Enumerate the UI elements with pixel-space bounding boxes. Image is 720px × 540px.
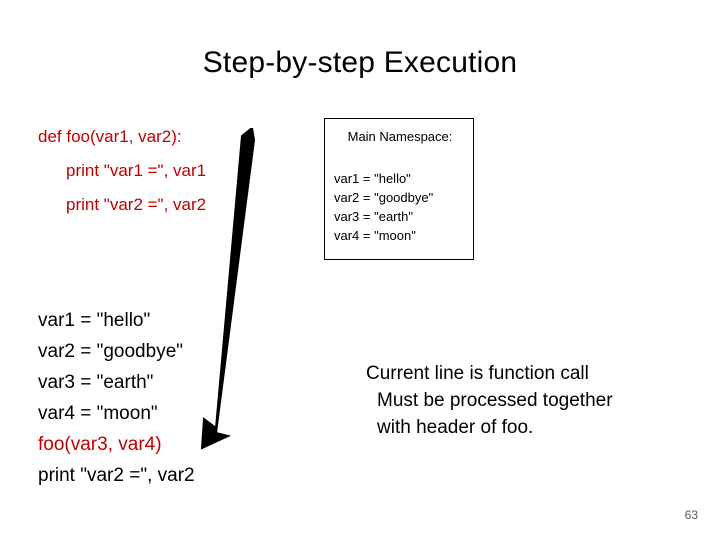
main-line-3: var3 = "earth" <box>38 372 154 393</box>
function-definition-block: def foo(var1, var2): print "var1 =", var… <box>38 120 328 222</box>
namespace-variable-list: var1 = "hello" var2 = "goodbye" var3 = "… <box>334 169 433 245</box>
main-line-5-current: foo(var3, var4) <box>38 434 162 455</box>
namespace-var-1: var1 = "hello" <box>334 171 411 186</box>
main-line-1: var1 = "hello" <box>38 310 151 331</box>
slide-number: 63 <box>684 508 698 522</box>
main-line-4: var4 = "moon" <box>38 403 158 424</box>
note-line-2: Must be processed together <box>377 390 613 411</box>
code-line-print-var1: print "var1 =", var1 <box>66 161 207 180</box>
note-line-3: with header of foo. <box>377 417 534 438</box>
main-line-2: var2 = "goodbye" <box>38 341 184 362</box>
namespace-var-3: var3 = "earth" <box>334 209 413 224</box>
main-namespace-box: Main Namespace: var1 = "hello" var2 = "g… <box>324 118 474 260</box>
annotation-note: Current line is function call Must be pr… <box>366 360 666 441</box>
main-line-6: print "var2 =", var2 <box>38 465 195 486</box>
namespace-var-2: var2 = "goodbye" <box>334 190 434 205</box>
note-line-1: Current line is function call <box>366 363 589 384</box>
main-program-block: var1 = "hello" var2 = "goodbye" var3 = "… <box>38 305 338 491</box>
namespace-title: Main Namespace: <box>347 129 453 144</box>
code-line-def: def foo(var1, var2): <box>38 127 182 146</box>
namespace-var-4: var4 = "moon" <box>334 228 416 243</box>
code-line-print-var2: print "var2 =", var2 <box>66 195 207 214</box>
page-title: Step-by-step Execution <box>202 46 518 79</box>
